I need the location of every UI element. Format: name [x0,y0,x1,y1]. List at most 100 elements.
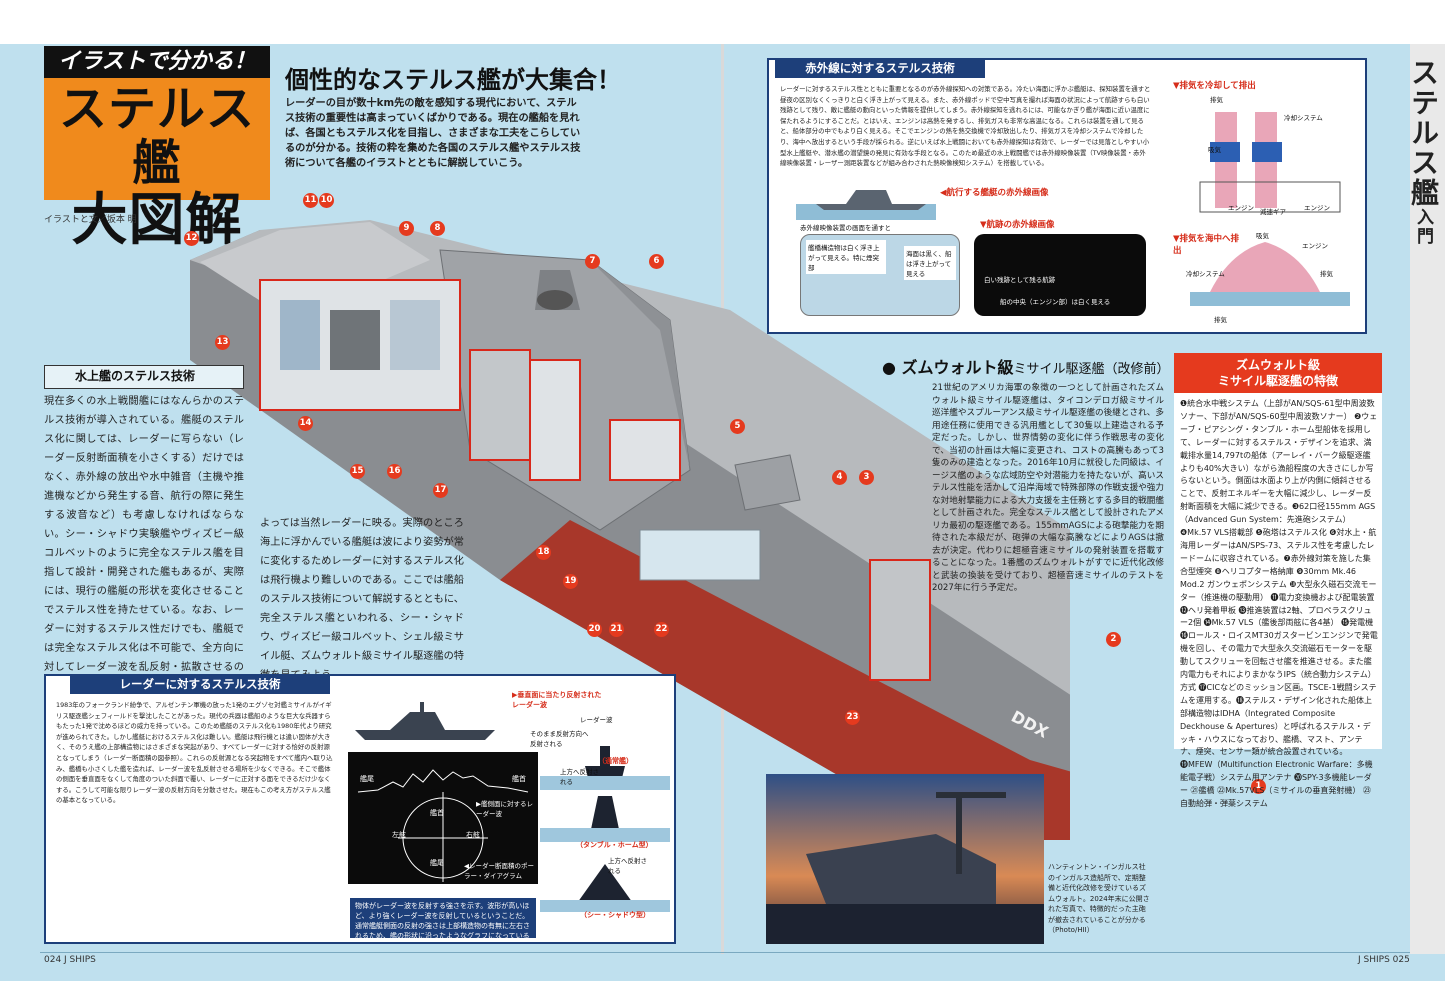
zumwalt-photo-graphic [766,774,1044,944]
polar-port-label: 左舷 [392,831,406,839]
photo-caption: ハンティントン・インガルス社のインガルス造船所で、定期整備と近代化改修を受けてい… [1048,863,1150,934]
polar-caption-box: 物体がレーダー波を反射する強さを示す。波形が高いほど、より強くレーダー波を反射し… [350,898,536,940]
polar-side-caption: ▶艦側面に対するレーダー波 [476,800,533,818]
top-margin [0,0,1445,44]
ir-ship-profile [796,190,936,220]
callout-23: 23 [845,710,860,725]
features-heading-line2: ミサイル駆逐艦の特徴 [1217,374,1338,388]
features-list: ❶統合水中戦システム（上部がAN/SQS-61型中周波数ソナー、下部がAN/SQ… [1180,399,1378,809]
conventional-label: （通常艦） [598,757,633,765]
tumblehome-hull [590,796,620,834]
ir-panel2-note-b: 船の中央（エンジン部）は白く見える [1000,298,1111,306]
callout-10: 10 [319,193,334,208]
callout-18: 18 [536,545,551,560]
side-tab-subtitle: 入門 [1413,208,1433,246]
polar-stern-label: 艦尾 [360,775,374,783]
callout-13: 13 [215,335,230,350]
polar-starboard-label: 右舷 [466,831,480,839]
perp-reflection-label: ▶垂直面に当たり反射されたレーダー波 [512,691,602,709]
photo-crane-arm [936,792,1006,798]
polar-diagram-graphic [357,769,529,882]
upward-label-2: 上方へ反射される [608,857,647,875]
conventional-mast [600,746,610,766]
callout-7: 7 [585,254,600,269]
switchgear-block [390,300,440,370]
reflected-label: そのまま反射方向へ反射される [530,730,589,748]
title-kicker: イラストで分かる！ [44,46,270,78]
callout-22: 22 [654,622,669,637]
ir-panel1-note-b: 海面は黒く、船は浮き上がって見える [904,246,956,280]
folio-left: 024 J SHIPS [44,955,96,965]
photo-ship [806,834,996,904]
photo-water [766,904,1044,944]
engine-room-outline [1199,181,1341,213]
ir-wake-panel [974,234,1146,316]
zumwalt-body-text: 21世紀のアメリカ海軍の象徴の一つとして計画されたズムウォルト級ミサイル駆逐艦は… [932,383,1164,593]
title-line1: ステルス艦 [58,81,255,191]
callout-20: 20 [587,622,602,637]
vls-cutaway [469,349,531,461]
callout-16: 16 [387,464,402,479]
polar-diagram [348,752,538,884]
silhouette-mast [420,702,424,714]
title-line2: 大図解 [71,188,243,253]
lbl-engine-3: エンジン [1302,242,1328,250]
tumblehome-label: （タンブル・ホーム型） [576,841,653,849]
lbl-gear: 減速ギア [1260,208,1286,216]
ir-ship-hull [816,204,926,210]
lead-paragraph: レーダーの目が数十km先の敵を感知する現代において、ステルス技術の重要性は高まっ… [285,98,581,169]
stack-opening [537,290,573,310]
sea-exhaust-water [1190,292,1350,306]
cooling-unit-left [1210,142,1240,162]
forward-vls [639,529,761,581]
ir-through-label: 赤外線映像装置の画面を通すと [800,224,891,232]
lbl-exhaust-3: 排気 [1214,316,1227,324]
ir-ship-superstructure [846,190,892,204]
callout-1: 1 [1251,779,1266,794]
lbl-cooling-2: 冷却システム [1186,270,1225,278]
helicopter-deck [200,222,430,320]
cic-cutaway [609,419,681,481]
radar-box-title: レーダーに対するステルス技術 [70,674,330,694]
callout-14: 14 [298,416,313,431]
hull-red-underside [500,520,1070,840]
callout-3: 3 [859,470,874,485]
callout-19: 19 [563,574,578,589]
lbl-engine-1: エンジン [1228,204,1254,212]
gun-turret [734,454,801,511]
callout-17: 17 [433,483,448,498]
callout-9: 9 [399,221,414,236]
side-tab-title: ステルス艦入門 [1407,58,1440,246]
upward-label-1: 上方へ反射される [560,768,599,786]
zumwalt-heading: ● ズムウォルト級ミサイル駆逐艦（改修前） [882,358,1170,377]
callout-15: 15 [350,464,365,479]
features-panel [1174,393,1382,749]
seashadow-label: （シー・シャドウ型） [580,911,650,919]
page-title: ステルス艦 大図解 [50,82,264,252]
callout-11: 11 [303,193,318,208]
ir-panel1-note-a: 艦橋構造物は白く浮き上がって見える。特に煙突部 [806,240,886,274]
lbl-exhaust-2: 排気 [1320,270,1333,278]
folio-right: J SHIPS 025 [1358,955,1410,965]
lbl-cooling-1: 冷却システム [1284,114,1323,122]
ir-wake-label: ▼航跡の赤外線画像 [980,220,1055,230]
polar-stern-label-inner: 艦尾 [430,859,444,867]
title-panel [44,78,270,200]
zumwalt-heading-small: ミサイル駆逐艦（改修前） [1013,362,1170,377]
ship-silhouette-side [355,702,495,740]
callout-4: 4 [832,470,847,485]
radar-wave-label-1: レーダー波 [580,716,613,724]
lbl-engine-2: エンジン [1304,204,1330,212]
features-heading: ズムウォルト級 ミサイル駆逐艦の特徴 [1174,353,1382,393]
body-column-2: よっては当然レーダーに映る。実際のところ海上に浮かんでいる艦艇は波により姿勢が常… [260,518,464,681]
polar-rcs-caption: ◀レーダー断面積のポーラー・ダイアグラム [464,862,534,880]
rcs-waveform [357,769,529,793]
credit-line: イラストと文／坂本 明 [44,215,137,225]
zumwalt-heading-main: ズムウォルト級 [901,358,1014,377]
polar-bow-label-inner: 艦首 [430,809,444,817]
footer-rule [40,952,1410,953]
cool-exhaust-title: ▼排気を冷却して排出 [1173,81,1256,91]
radar-box-text: 1983年のフォークランド紛争で、アルゼンチン軍機の放った1発のエグゾセ対艦ミサ… [56,701,333,805]
headline: 個性的なステルス艦が大集合！ [285,66,621,94]
ship-cutaway-illustration: DDX [190,220,1070,840]
